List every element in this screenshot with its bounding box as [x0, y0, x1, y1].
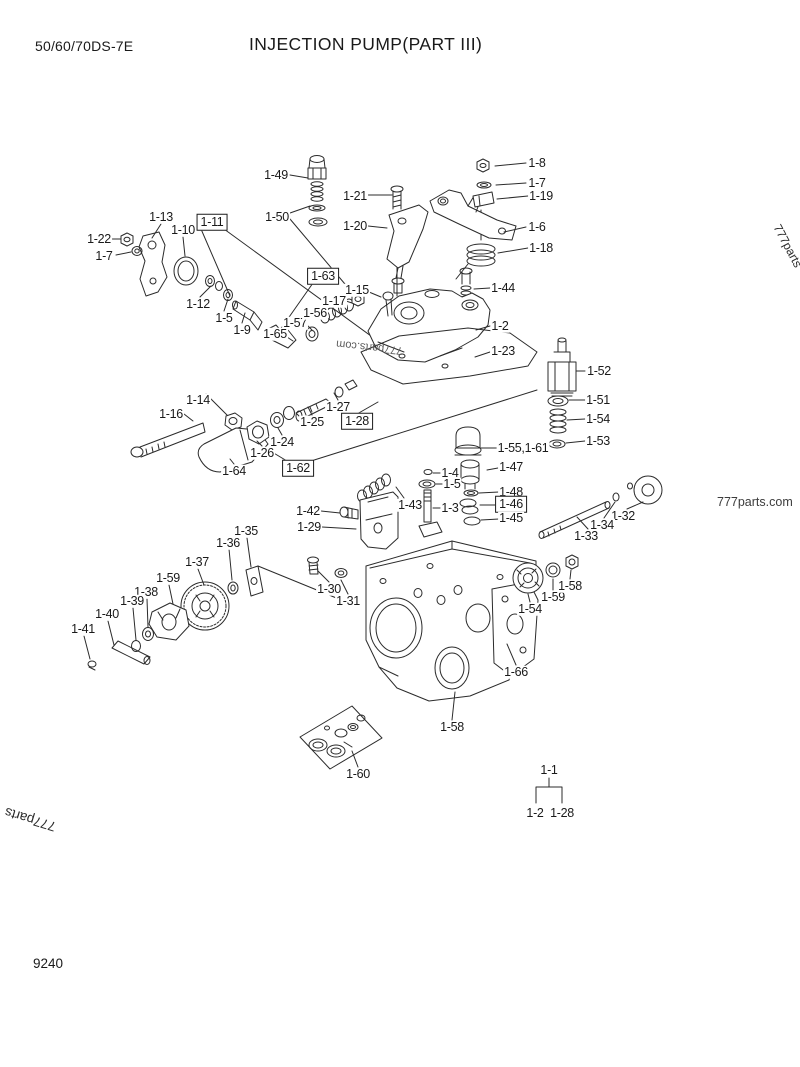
part-label-1-62-38: 1-62: [282, 459, 314, 477]
part-label-1-21-2: 1-21: [342, 188, 368, 203]
callout-tree: [535, 777, 563, 804]
part-label-1-49-0: 1-49: [263, 167, 289, 182]
part-label-1-48-43: 1-48: [498, 484, 524, 499]
part-label-1-43-48: 1-43: [397, 497, 423, 512]
part-label-1-16-31: 1-16: [158, 406, 184, 421]
part-label-1-23-25: 1-23: [490, 343, 516, 358]
watermark-777parts-site: 777parts.com: [717, 495, 793, 509]
part-label-1-7-13: 1-7: [94, 248, 114, 263]
part-label-1-3-45: 1-3: [440, 500, 460, 515]
part-label-1-28-71: 1-28: [549, 805, 575, 820]
part-label-1-5-42: 1-5: [442, 476, 462, 491]
part-label-1-32-50: 1-32: [610, 508, 636, 523]
part-label-1-59-56: 1-59: [155, 570, 181, 585]
part-label-1-58-67: 1-58: [439, 719, 465, 734]
part-label-1-25-33: 1-25: [299, 414, 325, 429]
part-label-1-6-7: 1-6: [527, 219, 547, 234]
part-label-1-54-28: 1-54: [585, 411, 611, 426]
page-title: INJECTION PUMP(PART III): [249, 34, 483, 54]
part-label-1-41-60: 1-41: [70, 621, 96, 636]
part-label-1-58-65: 1-58: [557, 578, 583, 593]
part-label-1-5-15: 1-5: [214, 310, 234, 325]
part-label-1-64-37: 1-64: [221, 463, 247, 478]
part-label-1-47-40: 1-47: [498, 459, 524, 474]
part-label-1-46-44: 1-46: [495, 495, 527, 513]
page-number: 9240: [33, 956, 64, 971]
part-label-1-18-8: 1-18: [528, 240, 554, 255]
part-label-1-60-68: 1-60: [345, 766, 371, 781]
part-label-1-42-47: 1-42: [295, 503, 321, 518]
part-label-1-15-20: 1-15: [344, 282, 370, 297]
part-label-1-51-27: 1-51: [585, 392, 611, 407]
leader-lines: [83, 162, 644, 768]
part-label-1-56-22: 1-56: [302, 305, 328, 320]
part-label-1-14-30: 1-14: [185, 392, 211, 407]
part-label-1-29-49: 1-29: [296, 519, 322, 534]
part-label-1-17-21: 1-17: [321, 293, 347, 308]
part-label-1-28-34: 1-28: [341, 412, 373, 430]
part-label-1-59-64: 1-59: [540, 589, 566, 604]
part-label-1-20-3: 1-20: [342, 218, 368, 233]
part-label-1-52-26: 1-52: [586, 363, 612, 378]
part-label-1-66-66: 1-66: [503, 664, 529, 679]
part-label-1-7-5: 1-7: [527, 175, 547, 190]
part-label-1-63-19: 1-63: [307, 267, 339, 285]
part-label-1-1-69: 1-1: [539, 762, 559, 777]
part-label-1-34-51: 1-34: [589, 517, 615, 532]
part-label-1-11-12: 1-11: [196, 213, 228, 231]
part-label-1-24-35: 1-24: [269, 434, 295, 449]
part-label-1-30-61: 1-30: [316, 581, 342, 596]
part-label-1-31-62: 1-31: [335, 593, 361, 608]
part-label-1-22-10: 1-22: [86, 231, 112, 246]
part-label-1-26-36: 1-26: [249, 445, 275, 460]
part-label-1-54-63: 1-54: [517, 601, 543, 616]
part-label-1-9-16: 1-9: [232, 322, 252, 337]
part-label-1-50-1: 1-50: [264, 209, 290, 224]
part-label-1-4-41: 1-4: [440, 465, 460, 480]
part-label-1-8-4: 1-8: [527, 155, 547, 170]
part-label-1-19-6: 1-19: [528, 188, 554, 203]
part-label-1-53-29: 1-53: [585, 433, 611, 448]
part-label-1-2-24: 1-2: [490, 318, 510, 333]
part-label-1-45-46: 1-45: [498, 510, 524, 525]
part-label-1-10-11: 1-10: [170, 222, 196, 237]
part-label-1-40-59: 1-40: [94, 606, 120, 621]
part-label-1-44-23: 1-44: [490, 280, 516, 295]
part-label-1-33-52: 1-33: [573, 528, 599, 543]
part-label-1-65-18: 1-65: [262, 326, 288, 341]
part-label-1-12-14: 1-12: [185, 296, 211, 311]
part-label-1-39-58: 1-39: [119, 593, 145, 608]
model-code: 50/60/70DS-7E: [35, 38, 134, 54]
part-label-1-37-55: 1-37: [184, 554, 210, 569]
part-label-1-57-17: 1-57: [282, 315, 308, 330]
part-label-1-13-9: 1-13: [148, 209, 174, 224]
part-label-1-35-53: 1-35: [233, 523, 259, 538]
part-label-1-55,1-61-39: 1-55,1-61: [496, 440, 550, 455]
part-label-1-2-70: 1-2: [525, 805, 545, 820]
part-label-1-36-54: 1-36: [215, 535, 241, 550]
part-label-1-27-32: 1-27: [325, 399, 351, 414]
